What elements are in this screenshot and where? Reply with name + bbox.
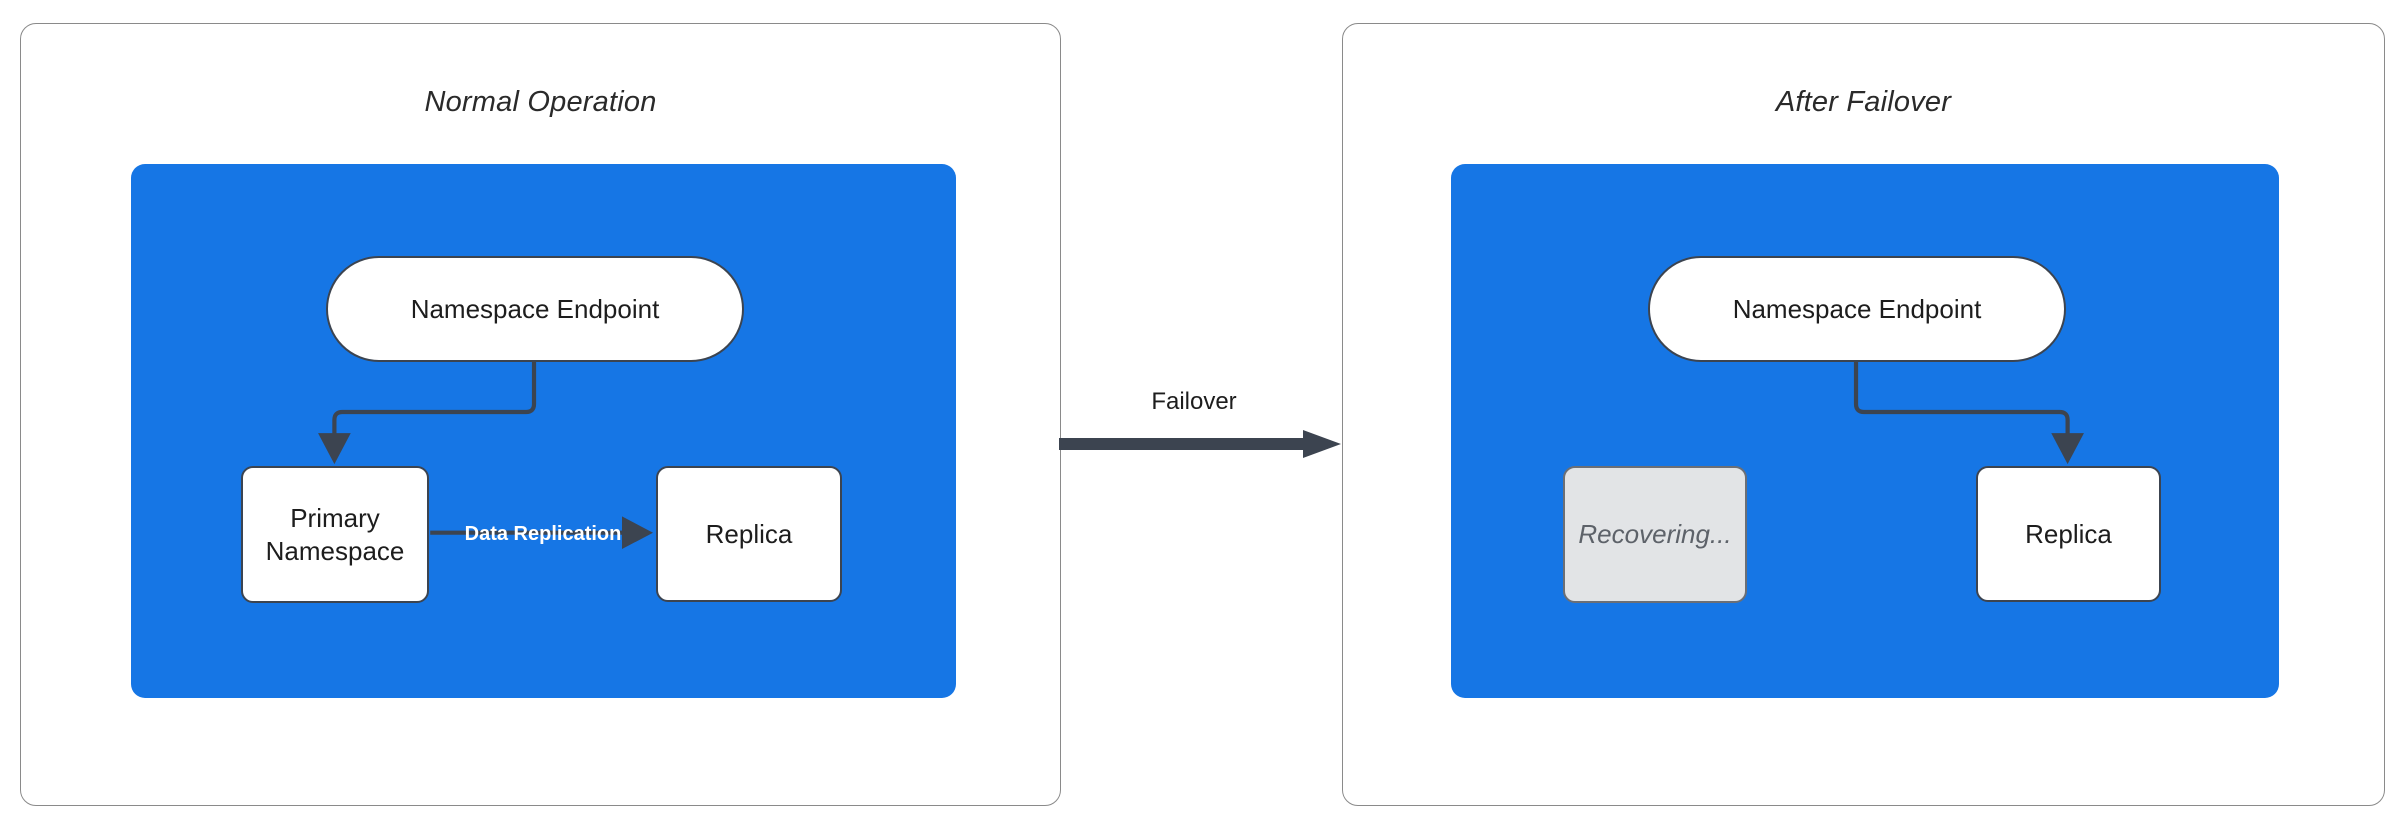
region-blue-right <box>1451 164 2279 698</box>
edge-label-data-replication: Data Replication <box>464 522 622 545</box>
transition-label-failover: Failover <box>1151 388 1237 415</box>
node-label: Recovering... <box>1578 519 1732 550</box>
node-label: Namespace Endpoint <box>410 293 660 324</box>
node-recovering[interactable]: Recovering... <box>1563 466 1747 603</box>
region-blue-left <box>131 164 956 698</box>
node-namespace-endpoint-left[interactable]: Namespace Endpoint <box>326 256 744 362</box>
panel-title-normal-operation: Normal Operation <box>424 86 657 118</box>
panel-after-failover: After Failover Namespace Endpoint Recove… <box>1342 23 2385 806</box>
failover-arrow-icon <box>1059 430 1341 458</box>
node-namespace-endpoint-right[interactable]: Namespace Endpoint <box>1648 256 2066 362</box>
node-label-line1: Primary <box>290 503 380 533</box>
node-replica-left[interactable]: Replica <box>656 466 842 602</box>
node-replica-right[interactable]: Replica <box>1976 466 2161 602</box>
node-label: Replica <box>2025 518 2112 549</box>
node-label: Replica <box>705 518 793 549</box>
node-label-line2: Namespace <box>265 535 405 566</box>
panel-normal-operation: Normal Operation Data Replication Namesp… <box>20 23 1061 806</box>
transition-failover: Failover <box>1055 388 1355 498</box>
node-label: Namespace Endpoint <box>1732 293 1982 324</box>
panel-title-after-failover: After Failover <box>1775 86 1952 118</box>
